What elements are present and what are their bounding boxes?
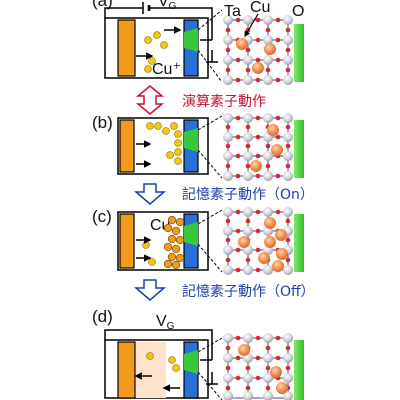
ta-label: Ta [224, 3, 241, 20]
cu-atom-cluster [238, 217, 288, 272]
electrolyte-region [184, 28, 198, 52]
electrolyte-region [184, 350, 198, 374]
computation-label: 演算素子動作 [182, 94, 266, 110]
panel-a-label: (a) [92, 0, 113, 10]
orange-electrode [117, 341, 136, 399]
crystal-lattice [223, 113, 304, 181]
memory-on-arrow: 記憶素子動作（On） [133, 183, 314, 205]
panel-d-label: (d) [92, 307, 113, 326]
cu-particle [146, 352, 154, 360]
panel-a: (a) VG Cu⁺ [92, 0, 304, 85]
orange-electrode [117, 19, 136, 77]
crystal-lattice [223, 333, 304, 400]
memory-on-label: 記憶素子動作（On） [182, 186, 314, 203]
orange-electrode [119, 119, 135, 173]
memory-off-label: 記憶素子動作（Off） [182, 283, 315, 300]
cu-particle [153, 31, 161, 39]
cu-filament [163, 215, 185, 270]
orange-electrode [119, 213, 135, 269]
cu-label: Cu [250, 0, 270, 16]
panel-b-label: (b) [92, 113, 113, 132]
electrolyte-region [184, 128, 198, 152]
cu-particle [160, 41, 168, 49]
panel-c-label: (c) [92, 207, 112, 226]
pointer-arrow [244, 13, 259, 38]
crystal-lattice [223, 207, 304, 275]
circuit-wire [104, 7, 143, 18]
cu-particle [172, 364, 180, 372]
cu-particle [168, 356, 176, 364]
cu-atom [264, 43, 276, 55]
panel-d: (d) VG [92, 307, 304, 400]
cu-particle-cluster [146, 122, 182, 165]
green-electrode-bar [294, 120, 304, 178]
green-electrode-bar [294, 24, 304, 82]
cu-particle [148, 258, 156, 266]
crystal-lattice [222, 10, 304, 85]
cu-atom [276, 382, 288, 394]
panel-b: (b) [92, 113, 304, 181]
cu-atom [252, 62, 264, 74]
depletion-region [136, 342, 166, 398]
electrolyte-region [184, 222, 198, 246]
cu-atom [236, 38, 248, 50]
circuit-wire [104, 329, 213, 360]
panel-c: (c) Cu [92, 207, 304, 275]
o-label: O [292, 3, 304, 20]
green-electrode-bar [294, 214, 304, 272]
cu-particle [142, 241, 150, 249]
gate-voltage-label: VG [158, 0, 177, 12]
circuit-wire [149, 7, 213, 40]
cu-atom [238, 344, 250, 356]
gate-voltage-label: VG [156, 313, 175, 332]
cu-particle [144, 36, 152, 44]
computation-arrow: 演算素子動作 [135, 85, 266, 115]
memory-off-arrow: 記憶素子動作（Off） [133, 279, 315, 301]
cu-atom [250, 160, 262, 172]
cu-atom [271, 144, 283, 156]
green-electrode-bar [294, 340, 304, 400]
cu-particle [144, 65, 152, 73]
cu-ion-label: Cu⁺ [152, 61, 181, 78]
cu-atom [270, 366, 282, 378]
cu-atom [267, 124, 279, 136]
